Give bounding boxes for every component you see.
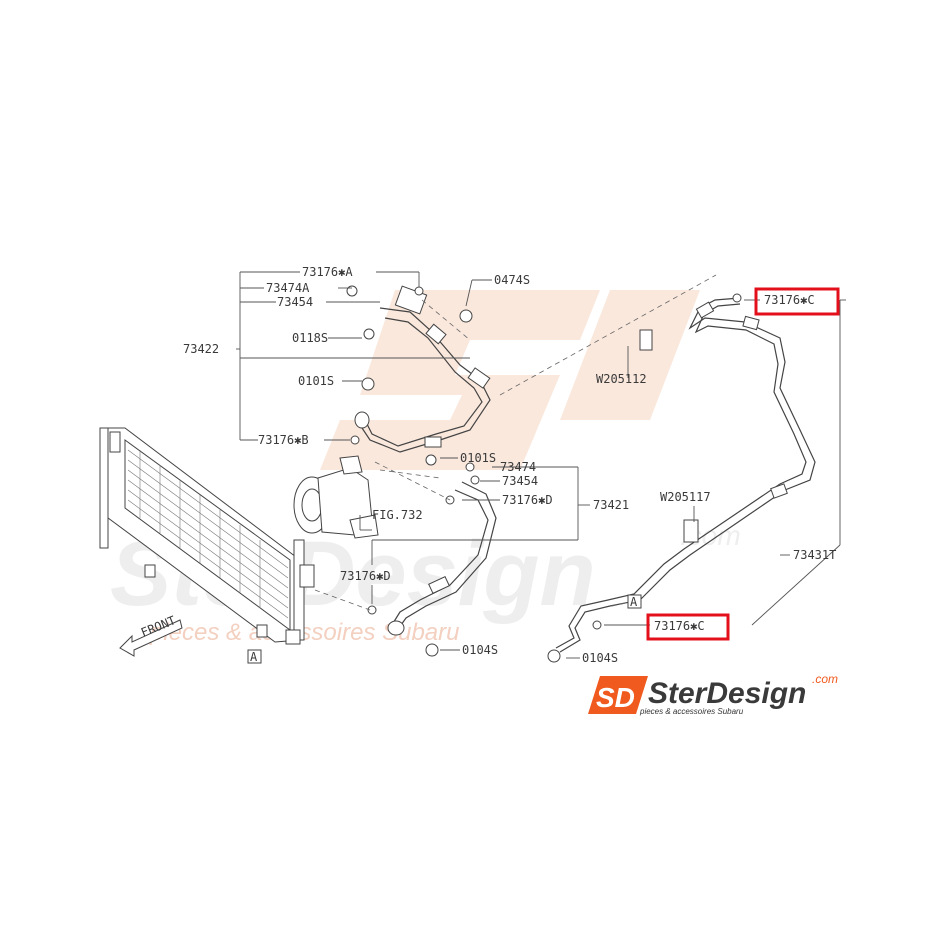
highlight-73176-c-low	[646, 613, 730, 641]
label-0474s: 0474S	[494, 273, 530, 287]
label-73176-b: 73176✱B	[258, 433, 309, 447]
label-73176-c-top: 73176✱C	[764, 293, 815, 307]
label-73421: 73421	[593, 498, 629, 512]
compressor-drawing	[293, 455, 379, 539]
label-73454-mid: 73454	[502, 474, 538, 488]
label-0104s-right: 0104S	[582, 651, 618, 665]
label-73474a: 73474A	[266, 281, 310, 295]
label-73176-a: 73176✱A	[302, 265, 353, 279]
label-0118s: 0118S	[292, 331, 328, 345]
sterdesign-logo: SD SterDesign .com pieces & accessoires …	[588, 672, 838, 716]
label-0101s-left: 0101S	[298, 374, 334, 388]
leader-lines	[236, 271, 846, 659]
label-73176-d-mid: 73176✱D	[502, 493, 553, 507]
label-73176-c-low: 73176✱C	[654, 619, 705, 633]
label-w205112: W205112	[596, 372, 647, 386]
fasteners	[346, 285, 742, 657]
logo-tld: .com	[812, 672, 838, 686]
label-73422: 73422	[183, 342, 219, 356]
marker-a-left: A	[250, 650, 258, 664]
label-0101s-mid: 0101S	[460, 451, 496, 465]
label-73431t: 73431T	[793, 548, 836, 562]
marker-box-a-right	[627, 594, 642, 609]
label-0104s-left: 0104S	[462, 643, 498, 657]
logo-brand: SterDesign	[648, 677, 806, 710]
logo-letters: SD	[596, 682, 635, 713]
logo-tagline: pieces & accessoires Subaru	[639, 707, 744, 716]
label-fig732: FIG.732	[372, 508, 423, 522]
highlight-boxes	[646, 287, 840, 641]
logo-badge	[588, 676, 648, 714]
label-73474: 73474	[500, 460, 536, 474]
marker-box-a-left	[247, 649, 262, 664]
reference-markers: A A	[247, 594, 642, 664]
highlight-73176-c-top	[754, 287, 840, 316]
label-73176-d-low: 73176✱D	[340, 569, 391, 583]
label-w205117: W205117	[660, 490, 711, 504]
part-labels: 73176✱A 73474A 73454 0118S 73422 0101S 7…	[183, 265, 836, 665]
label-73454-top: 73454	[277, 295, 313, 309]
condenser-drawing	[99, 427, 315, 645]
marker-a-right: A	[630, 595, 638, 609]
